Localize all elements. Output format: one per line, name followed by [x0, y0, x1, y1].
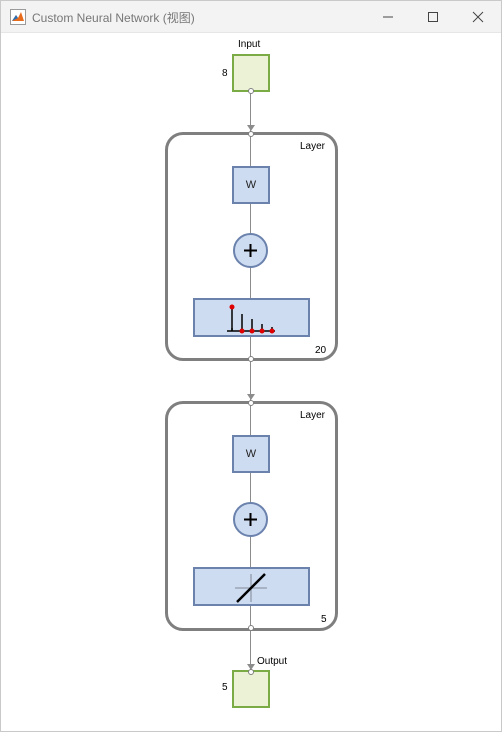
connector-layer1-layer2	[250, 360, 251, 402]
close-icon	[472, 11, 484, 22]
layer-1-sum-block[interactable]	[233, 233, 268, 268]
weight-label: W	[245, 179, 257, 191]
output-block[interactable]	[232, 670, 270, 708]
layer-1-label: Layer	[300, 141, 326, 152]
layer-2-weight-block[interactable]: W	[232, 435, 270, 473]
minimize-button[interactable]	[365, 1, 411, 32]
connector-input-layer1	[250, 92, 251, 132]
minimize-icon	[383, 16, 393, 17]
port-node	[248, 356, 254, 362]
maximize-button[interactable]	[410, 1, 456, 32]
layer-1-transfer-block[interactable]	[193, 298, 310, 337]
input-label: Input	[238, 39, 261, 50]
weight-label: W	[245, 448, 257, 460]
purelin-icon	[235, 573, 267, 603]
arrow-icon	[247, 125, 255, 131]
output-size: 5	[222, 682, 228, 693]
maximize-icon	[428, 11, 438, 22]
plus-icon	[244, 244, 257, 257]
layer-2-transfer-block[interactable]	[193, 567, 310, 606]
window-title: Custom Neural Network (视图)	[32, 11, 195, 25]
layer-2-size: 5	[321, 614, 327, 625]
compet-icon	[227, 304, 275, 334]
arrow-icon	[247, 664, 255, 670]
port-node	[248, 400, 254, 406]
network-diagram: Input 8 Layer 20 W	[1, 32, 501, 731]
port-node	[248, 88, 254, 94]
layer-2-sum-block[interactable]	[233, 502, 268, 537]
layer-2-label: Layer	[300, 410, 326, 421]
matlab-icon	[10, 9, 26, 25]
layer-1-size: 20	[315, 345, 327, 356]
plus-icon	[244, 513, 257, 526]
arrow-icon	[247, 394, 255, 400]
connector-layer2-output	[250, 629, 251, 672]
port-node	[248, 625, 254, 631]
port-node	[248, 669, 254, 675]
port-node	[248, 131, 254, 137]
layer-1-weight-block[interactable]: W	[232, 166, 270, 204]
title-bar[interactable]: Custom Neural Network (视图)	[1, 1, 501, 33]
input-block[interactable]	[232, 54, 270, 92]
close-button[interactable]	[455, 1, 501, 32]
input-size: 8	[222, 68, 228, 79]
output-label: Output	[257, 656, 288, 667]
